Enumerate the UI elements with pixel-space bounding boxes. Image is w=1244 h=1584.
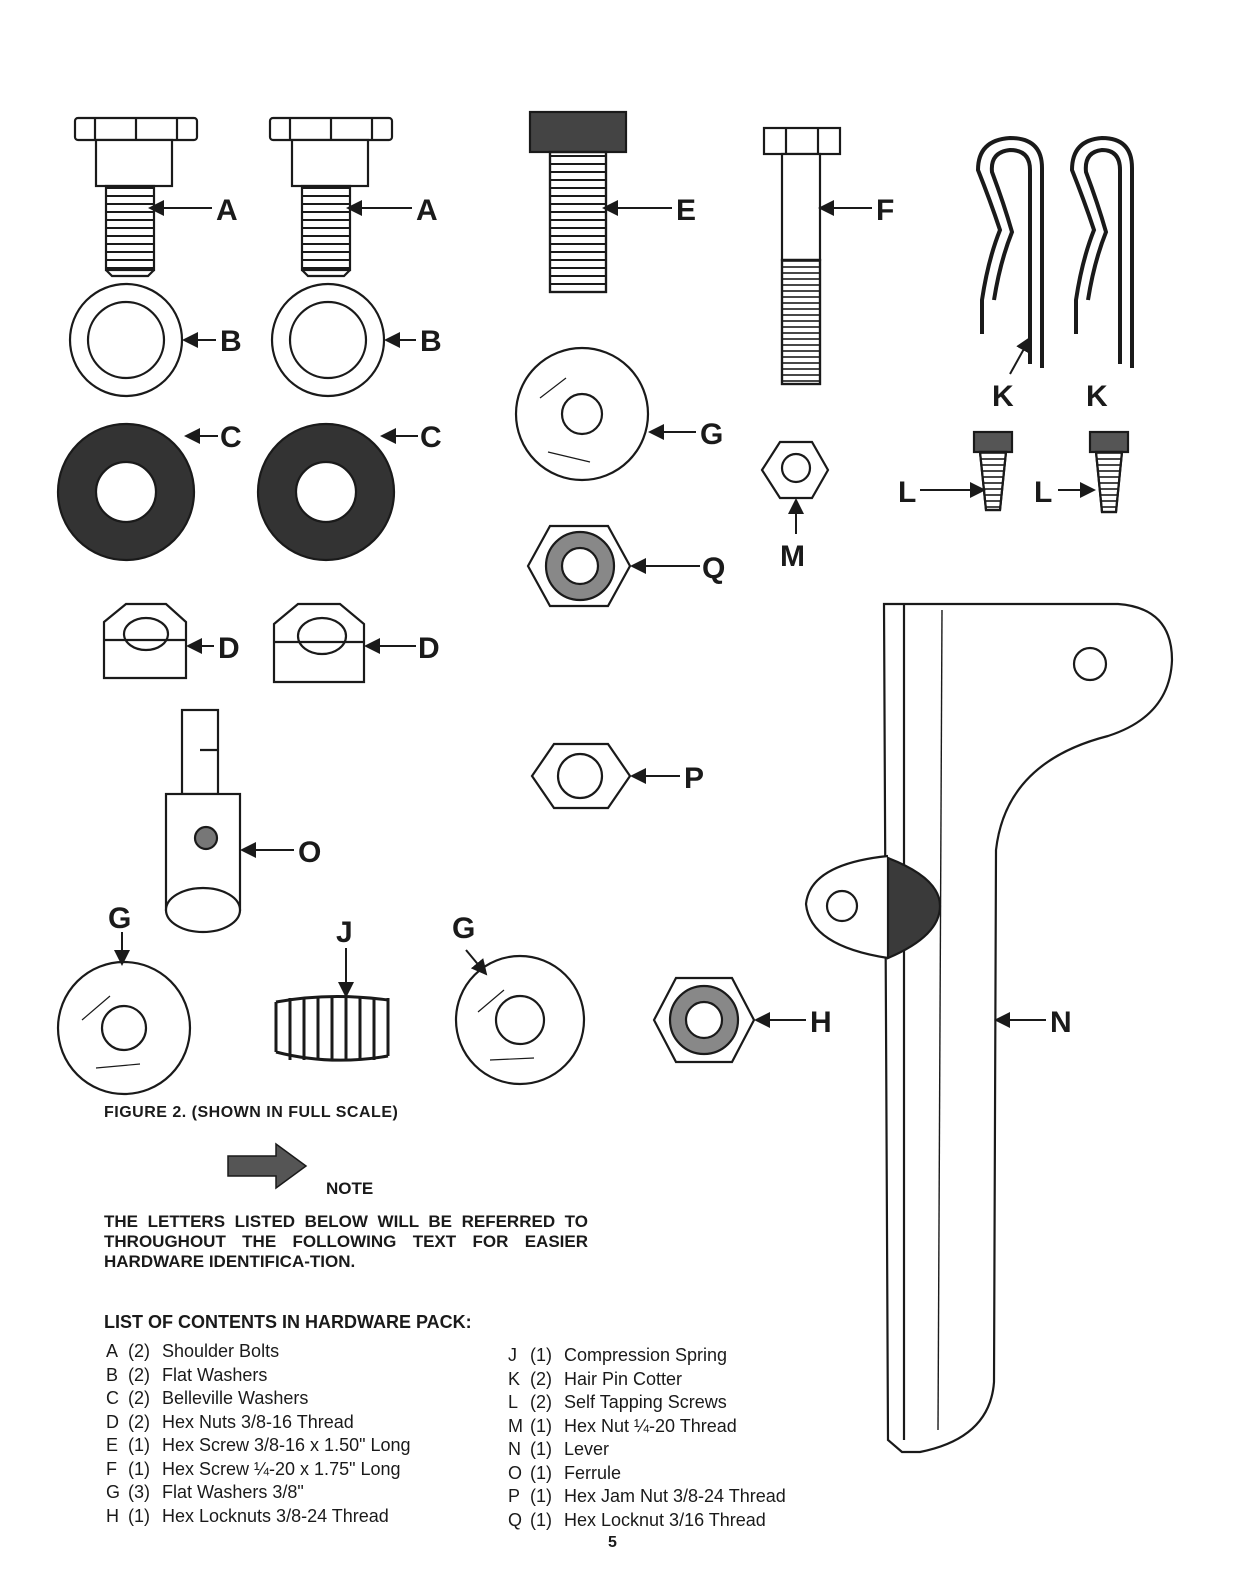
list-item: O(1)Ferrule <box>508 1462 622 1483</box>
part-e-hex-screw <box>528 110 628 294</box>
label-d: D <box>418 632 440 665</box>
list-item: B(2)Flat Washers <box>106 1364 268 1385</box>
contents-list-right: J(1)Compression Spring K(2)Hair Pin Cott… <box>508 1344 786 1532</box>
part-g-flat-washer <box>454 954 586 1086</box>
part-b-flat-washer <box>68 282 184 398</box>
page-number: 5 <box>608 1534 617 1551</box>
part-k-hair-pin-cotter <box>1069 135 1134 368</box>
part-d-hex-nut <box>102 602 188 680</box>
label-b: B <box>220 325 242 358</box>
part-n-lever <box>804 602 1174 1454</box>
part-m-hex-nut <box>760 440 830 500</box>
part-a-shoulder-bolt <box>73 116 199 278</box>
label-d: D <box>218 632 240 665</box>
label-l: L <box>898 476 916 509</box>
label-g: G <box>108 902 131 935</box>
leader-arrows <box>114 200 1096 1028</box>
label-n: N <box>1050 1006 1072 1039</box>
part-l-self-tapping-screw <box>972 430 1014 512</box>
list-item: P(1)Hex Jam Nut 3/8-24 Thread <box>508 1486 786 1506</box>
note-heading: NOTE <box>326 1179 374 1198</box>
label-g: G <box>700 418 723 451</box>
label-m: M <box>780 540 805 573</box>
label-a: A <box>216 194 238 227</box>
label-j: J <box>336 916 353 949</box>
label-a: A <box>416 194 438 227</box>
label-k: K <box>1086 380 1108 413</box>
label-e: E <box>676 194 696 227</box>
part-f-hex-screw <box>762 126 842 386</box>
part-b-flat-washer <box>270 282 386 398</box>
list-item: J(1)Compression Spring <box>508 1345 728 1365</box>
part-a-shoulder-bolt <box>268 116 394 278</box>
part-q-hex-locknut <box>526 524 632 608</box>
part-l-self-tapping-screw <box>1088 430 1130 514</box>
note-body: THE LETTERS LISTED BELOW WILL BE REFERRE… <box>104 1212 588 1271</box>
contents-title: LIST OF CONTENTS IN HARDWARE PACK: <box>104 1312 472 1332</box>
label-c: C <box>420 421 442 454</box>
figure-caption: FIGURE 2. (SHOWN IN FULL SCALE) <box>104 1104 399 1121</box>
part-labels: A A B B C C D D E F K K G M L L Q P O G … <box>108 194 1108 1039</box>
list-item: A(2)Shoulder Bolts <box>106 1341 280 1361</box>
list-item: E(1)Hex Screw 3/8-16 x 1.50" Long <box>106 1435 411 1455</box>
label-c: C <box>220 421 242 454</box>
part-c-belleville-washer <box>56 422 196 562</box>
label-h: H <box>810 1006 832 1039</box>
part-k-hair-pin-cotter <box>975 135 1044 368</box>
label-l: L <box>1034 476 1052 509</box>
list-item: L(2)Self Tapping Screws <box>508 1392 727 1412</box>
part-c-belleville-washer <box>256 422 396 562</box>
list-item: M(1)Hex Nut ¼-20 Thread <box>508 1415 737 1436</box>
part-j-compression-spring <box>274 994 390 1062</box>
part-o-ferrule <box>164 708 242 934</box>
label-p: P <box>684 762 704 795</box>
label-k: K <box>992 380 1014 413</box>
list-item: N(1)Lever <box>508 1439 610 1459</box>
list-item: H(1)Hex Locknuts 3/8-24 Thread <box>106 1505 389 1526</box>
label-f: F <box>876 194 894 227</box>
list-item: G(3)Flat Washers 3/8" <box>106 1482 304 1502</box>
label-g: G <box>452 912 475 945</box>
part-h-hex-locknut <box>652 976 756 1064</box>
part-g-flat-washer <box>514 346 650 482</box>
contents-list-left: A(2)Shoulder Bolts B(2)Flat Washers C(2)… <box>106 1340 411 1528</box>
note-arrow-icon <box>227 1142 308 1190</box>
part-p-hex-jam-nut <box>530 742 632 810</box>
list-item: C(2)Belleville Washers <box>106 1388 309 1408</box>
list-item: K(2)Hair Pin Cotter <box>508 1368 683 1389</box>
list-item: D(2)Hex Nuts 3/8-16 Thread <box>106 1411 354 1432</box>
part-g-flat-washer <box>56 960 192 1096</box>
list-item: F(1)Hex Screw ¼-20 x 1.75" Long <box>106 1458 401 1479</box>
list-item: Q(1)Hex Locknut 3/16 Thread <box>508 1509 766 1530</box>
label-q: Q <box>702 552 725 585</box>
label-b: B <box>420 325 442 358</box>
label-o: O <box>298 836 321 869</box>
part-d-hex-nut <box>272 602 366 684</box>
